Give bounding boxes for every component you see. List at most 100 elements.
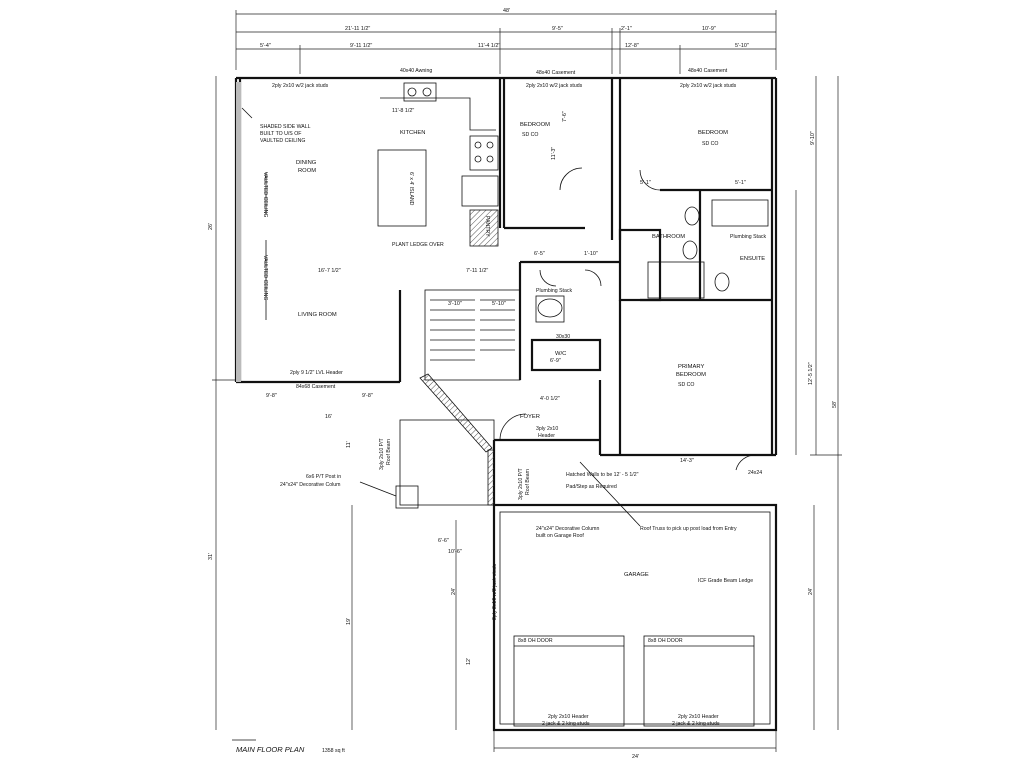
note-shaded-3: VAULTED CEILING xyxy=(260,138,305,144)
dim-5-1b: 5'-1" xyxy=(735,180,746,186)
dim-3-10: 3'-10" xyxy=(448,301,462,307)
stairs xyxy=(430,299,515,361)
hatched-walls xyxy=(419,209,499,506)
dim-11-8: 11'-8 1/2" xyxy=(392,108,414,114)
note-roof-beam-1b: Roof Beam xyxy=(386,439,392,465)
dim-10-9: 10'-9" xyxy=(702,26,716,32)
dim-11-3: 11'-3" xyxy=(551,147,557,160)
dimension-lines xyxy=(212,10,842,752)
sd-co-3: SD CO xyxy=(678,382,694,388)
dim-6-6: 6'-6" xyxy=(438,538,449,544)
note-post-1: 6x6 P/T Post in xyxy=(306,474,341,480)
note-decor-1: 24"x24" Decorative Column xyxy=(536,526,599,532)
dim-1-10: 1'-10" xyxy=(584,251,598,257)
note-gar-header-2a: 2ply 2x10 Header xyxy=(678,714,719,720)
room-foyer: FOYER xyxy=(520,414,540,420)
room-ensuite: ENSUITE xyxy=(740,256,765,262)
room-labels: KITCHEN DINING ROOM LIVING ROOM BEDROOM … xyxy=(296,122,765,578)
note-oh-door-2: 8x8 OH DOOR xyxy=(648,638,683,644)
exterior-walls xyxy=(234,76,778,732)
sd-co-1: SD CO xyxy=(522,132,538,138)
dim-16: 16' xyxy=(325,414,332,420)
dim-2-1: 2'-1" xyxy=(621,26,632,32)
note-vert-header: 2ply 2x10 w/2 jack studs xyxy=(492,563,498,620)
note-lvl-header: 2ply 9 1/2" LVL Header xyxy=(290,370,343,376)
dim-12: 12' xyxy=(466,658,472,665)
dim-5-10b: 5'-10" xyxy=(492,301,506,307)
note-gar-header-2b: 2 jack & 2 king studs xyxy=(672,721,720,727)
note-shaded-2: BUILT TO U/S OF xyxy=(260,131,301,137)
note-awning: 40x40 Awning xyxy=(400,68,432,74)
room-wic: W/C xyxy=(555,351,566,357)
room-primary: PRIMARY xyxy=(678,364,704,370)
shaded-side-wall xyxy=(236,82,241,382)
dim-24b: 24' xyxy=(808,588,814,595)
note-vaulted-1: VAULTED CEILING xyxy=(262,172,268,217)
door-swings xyxy=(499,167,757,471)
note-oh-door-1: 8x8 OH DOOR xyxy=(518,638,553,644)
island-label: 6' x 4' ISLAND xyxy=(408,172,414,206)
dim-9-8a: 9'-8" xyxy=(266,393,277,399)
note-gar-header-1a: 2ply 2x10 Header xyxy=(548,714,589,720)
note-roof-beam-1a: 3ply 2x10 P/T xyxy=(379,437,385,470)
note-pad-step: Pad/Step as Required xyxy=(566,484,617,490)
dim-5-10: 5'-10" xyxy=(735,43,749,49)
note-roof-truss: Roof Truss to pick up post load from Ent… xyxy=(640,526,737,532)
note-header-foyer-2: Header xyxy=(538,433,555,439)
dim-9-8b: 9'-8" xyxy=(362,393,373,399)
dim-7-6: 7'-6" xyxy=(562,111,568,122)
garage-doors xyxy=(513,635,755,727)
plan-area: 1358 sq ft xyxy=(322,748,345,754)
dim-9-10: 9'-10" xyxy=(810,131,816,145)
dim-overall-top: 48' xyxy=(503,8,510,14)
note-roof-beam-2b: Roof Beam xyxy=(525,469,531,495)
kitchen-fixtures xyxy=(377,82,499,227)
dim-6-9: 6'-9" xyxy=(550,358,561,364)
note-jack-bed2: 2ply 2x10 w/2 jack studs xyxy=(680,83,737,89)
note-plumbing-2: Plumbing Stack xyxy=(730,234,766,240)
dim-left-26: 26' xyxy=(208,223,214,230)
note-gar-header-1b: 2 jack & 2 king studs xyxy=(542,721,590,727)
dim-left-31: 31' xyxy=(208,553,214,560)
dim-9-11: 9'-11 1/2" xyxy=(350,43,372,49)
dimension-labels: 48' 21'-11 1/2" 9'-5" 2'-1" 10'-9" 5'-4"… xyxy=(208,8,838,760)
room-bathroom: BATHROOM xyxy=(652,234,685,240)
sd-co-2: SD CO xyxy=(702,141,718,147)
bath-fixtures xyxy=(535,199,769,323)
room-primary-2: BEDROOM xyxy=(676,372,706,378)
dim-10-6: 10'-6" xyxy=(448,549,462,555)
dim-5-1a: 5'-1" xyxy=(640,180,651,186)
note-header-foyer-1: 3ply 2x10 xyxy=(536,426,558,432)
dim-11-4: 11'-4 1/2" xyxy=(478,43,500,49)
room-bedroom-1: BEDROOM xyxy=(520,122,550,128)
note-plant-ledge: PLANT LEDGE OVER xyxy=(392,242,444,248)
note-jack-kitchen: 2ply 2x10 w/2 jack studs xyxy=(272,83,329,89)
plan-title: MAIN FLOOR PLAN xyxy=(236,745,305,754)
dim-bottom: 24' xyxy=(632,754,639,760)
note-decor-2: built on Garage Roof xyxy=(536,533,584,539)
dim-16-7: 16'-7 1/2" xyxy=(318,268,341,274)
note-hdr-24x24: 24x24 xyxy=(748,470,762,476)
room-dining: DINING xyxy=(296,160,317,166)
room-living: LIVING ROOM xyxy=(298,312,337,318)
dim-6-5: 6'-5" xyxy=(534,251,545,257)
dim-12-5: 12'-5 1/2" xyxy=(808,362,814,385)
note-post-2: 24"x24" Decorative Colum xyxy=(280,482,341,488)
note-hdr-30x30: 30x30 xyxy=(556,334,570,340)
note-jack-bed1: 2ply 2x10 w/2 jack studs xyxy=(526,83,583,89)
dim-21-11: 21'-11 1/2" xyxy=(345,26,370,32)
note-casement-living: 84x68 Casement xyxy=(296,384,336,390)
dim-9-5: 9'-5" xyxy=(552,26,563,32)
note-vaulted-2: VAULTED CEILING xyxy=(262,255,268,300)
dim-right-58: 58' xyxy=(832,401,838,408)
dim-19: 19' xyxy=(346,618,352,625)
note-plumbing-1: Plumbing Stack xyxy=(536,288,572,294)
room-kitchen: KITCHEN xyxy=(400,130,425,136)
dim-14-3: 14'-3" xyxy=(680,458,694,464)
pantry-label: PANTRY xyxy=(484,216,490,237)
dim-7-11: 7'-11 1/2" xyxy=(466,268,488,274)
notes: SHADED SIDE WALL BUILT TO U/S OF VAULTED… xyxy=(241,68,766,727)
note-hatched: Hatched Walls to be 12' - 5 1/2" xyxy=(566,472,639,478)
dim-4-0: 4'-0 1/2" xyxy=(540,396,560,402)
